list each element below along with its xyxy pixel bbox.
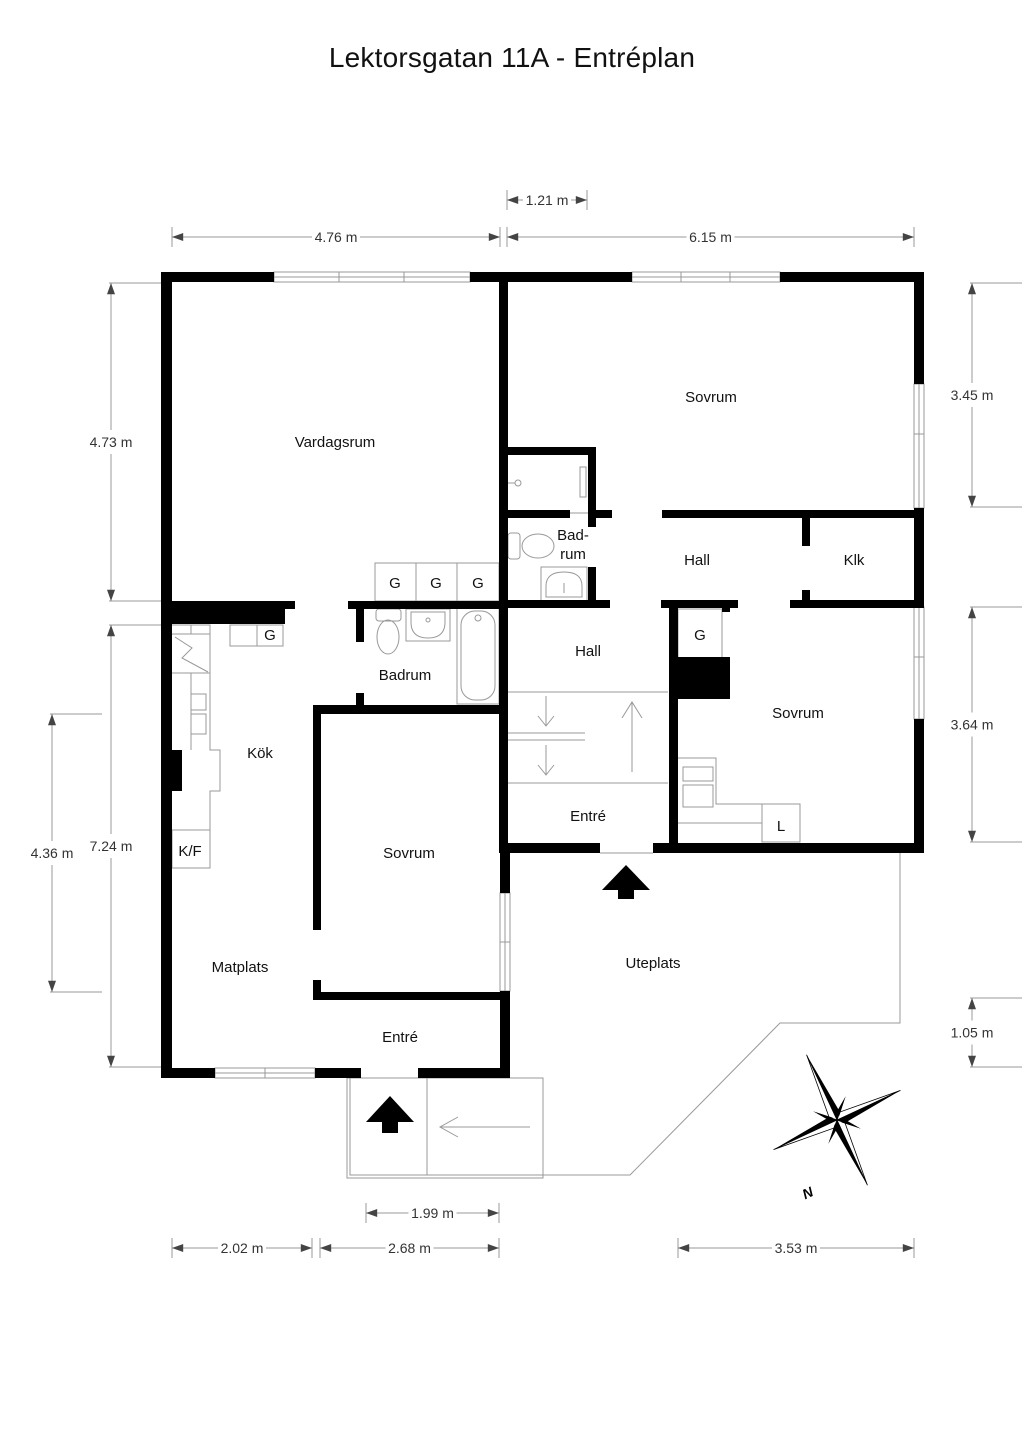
dimension-label: 3.53 m (775, 1240, 818, 1256)
dim-bottom-right: 3.53 m (677, 1238, 915, 1258)
room-label-entre-ost: Entré (570, 808, 606, 825)
dim-bottom-entre: 1.99 m (365, 1203, 500, 1223)
terrace-outline (543, 853, 901, 1176)
kitchen-counter (171, 624, 221, 869)
floor-plan-title: Lektorsgatan 11A - Entréplan (328, 42, 696, 73)
dimension-lines: 4.76 m 1.21 m 6.15 m 4.73 m 7.24 m 4.36 m 3.45… (31, 190, 1022, 1258)
stove-lightning-icon (174, 636, 209, 673)
dimension-label: 2.68 m (388, 1240, 431, 1256)
fixture-label-garderob-sovrum: G (694, 627, 706, 644)
window-vardagsrum (273, 271, 471, 283)
fixture-label-kyl-frys: K/F (178, 843, 201, 860)
dim-top-right: 6.15 m (506, 227, 915, 247)
dimension-label: 4.73 m (90, 434, 133, 450)
room-label-badrum: Badrum (379, 667, 432, 684)
compass-north-label: N (800, 1183, 817, 1202)
dimension-label: 6.15 m (689, 229, 732, 245)
dim-bottom-mid: 2.68 m (319, 1238, 500, 1258)
room-label-matplats: Matplats (212, 959, 269, 976)
bathroom-fixtures (375, 605, 500, 705)
dim-right-uteplats: 1.05 m (951, 997, 1022, 1068)
fixture-label-garderob-1: G (389, 575, 401, 592)
dim-bottom-left: 2.02 m (171, 1238, 313, 1258)
fixture-label-linneskap: L (777, 818, 785, 835)
front-steps (346, 1077, 544, 1179)
dimension-label: 3.64 m (951, 717, 994, 733)
dim-left-kok: 7.24 m (90, 624, 161, 1068)
dimension-label: 7.24 m (90, 838, 133, 854)
room-label-kok: Kök (247, 745, 273, 762)
dim-right-upper: 3.45 m (951, 282, 1022, 508)
room-label-badrum-litet-1: Bad- (557, 527, 589, 544)
window-east-lower (913, 606, 925, 720)
dimension-label: 2.02 m (221, 1240, 264, 1256)
window-matplats (214, 1067, 316, 1079)
bedroom-shelf (678, 757, 801, 843)
room-label-klk: Klk (844, 552, 865, 569)
dim-right-lower: 3.64 m (951, 606, 1022, 843)
window-sovrum-nordost (631, 271, 781, 283)
room-label-hall-ovre: Hall (684, 552, 710, 569)
dimension-label: 1.21 m (526, 192, 569, 208)
fixture-label-garderob-kok: G (264, 627, 276, 644)
thin-lines (171, 271, 925, 1179)
fixture-labels: G G G G G K/F L (178, 575, 785, 860)
dimension-label: 4.36 m (31, 845, 74, 861)
compass-rose-icon (773, 1054, 901, 1186)
room-label-sovrum-ost: Sovrum (772, 705, 824, 722)
dim-top-left: 4.76 m (171, 227, 501, 247)
fixture-label-garderob-2: G (430, 575, 442, 592)
room-label-badrum-litet-2: rum (560, 546, 586, 563)
dimension-label: 4.76 m (315, 229, 358, 245)
dimension-label: 1.05 m (951, 1025, 994, 1041)
window-east-upper (913, 383, 925, 509)
room-label-hall-mitt: Hall (575, 643, 601, 660)
walls (161, 272, 924, 1078)
dim-top-offset: 1.21 m (506, 190, 588, 210)
entry-arrow-icon (366, 1096, 414, 1133)
room-label-sovrum-mitt: Sovrum (383, 845, 435, 862)
dimension-label: 1.99 m (411, 1205, 454, 1221)
window-sovrum-mitt (499, 892, 511, 992)
dimension-label: 3.45 m (951, 387, 994, 403)
room-label-vardagsrum: Vardagsrum (295, 434, 376, 451)
dim-left-outer: 4.36 m (31, 713, 102, 993)
dim-left-upper: 4.73 m (90, 282, 161, 602)
entry-arrow-icon (602, 865, 650, 899)
hall-closets (508, 691, 668, 784)
room-label-entre-syd: Entré (382, 1029, 418, 1046)
fixture-label-garderob-3: G (472, 575, 484, 592)
room-label-uteplats: Uteplats (625, 955, 680, 972)
room-label-sovrum-nordost: Sovrum (685, 389, 737, 406)
